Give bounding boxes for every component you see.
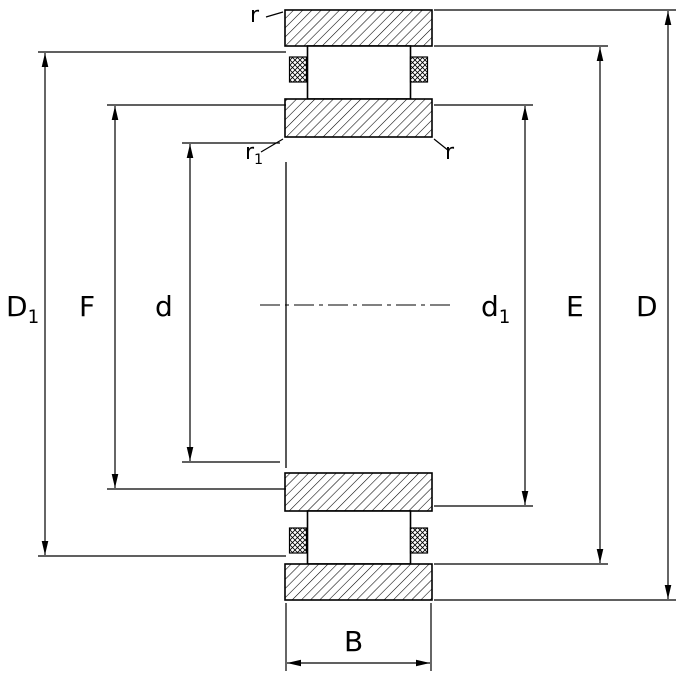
label-r1: r1 [245,140,263,168]
label-r-right: r [445,140,455,165]
leader-line-r1 [260,138,284,153]
roller-bottom [306,510,412,565]
label-r-top-main: r [250,3,260,28]
label-r1-sub: 1 [254,152,263,168]
inner-ring-top-section [284,98,433,138]
label-d: d [155,290,173,323]
bearing-cross-section [284,9,433,601]
label-r1-main: r [245,140,255,165]
label-D-main: D [636,290,658,323]
dimension-lines [38,9,676,671]
label-E-main: E [566,290,584,323]
label-r-top: r [250,3,260,28]
label-D1-main: D [6,290,28,323]
label-F-main: F [79,290,95,323]
inner-ring-bottom-section [284,472,433,512]
outer-ring-bottom-section [284,563,433,601]
label-d-main: d [155,290,173,323]
label-r-right-main: r [445,140,455,165]
label-d1-main: d [481,290,499,323]
label-B: B [344,625,363,658]
cage-top-left [288,56,308,83]
label-D: D [636,290,658,323]
label-D1-sub: 1 [28,307,40,328]
cage-bottom-right [409,527,429,554]
label-F: F [79,290,95,323]
roller-top [306,45,412,100]
label-B-main: B [344,625,363,658]
label-E: E [566,290,584,323]
cage-bottom-left [288,527,308,554]
label-d1: d1 [481,290,510,328]
dimension-labels: D1 F d r r1 r d1 E D B [6,3,658,658]
leader-line-r-right [433,138,450,152]
label-d1-sub: 1 [499,307,511,328]
outer-ring-top-section [284,9,433,47]
cage-top-right [409,56,429,83]
label-D1: D1 [6,290,39,328]
leader-line-r-top [265,11,284,18]
